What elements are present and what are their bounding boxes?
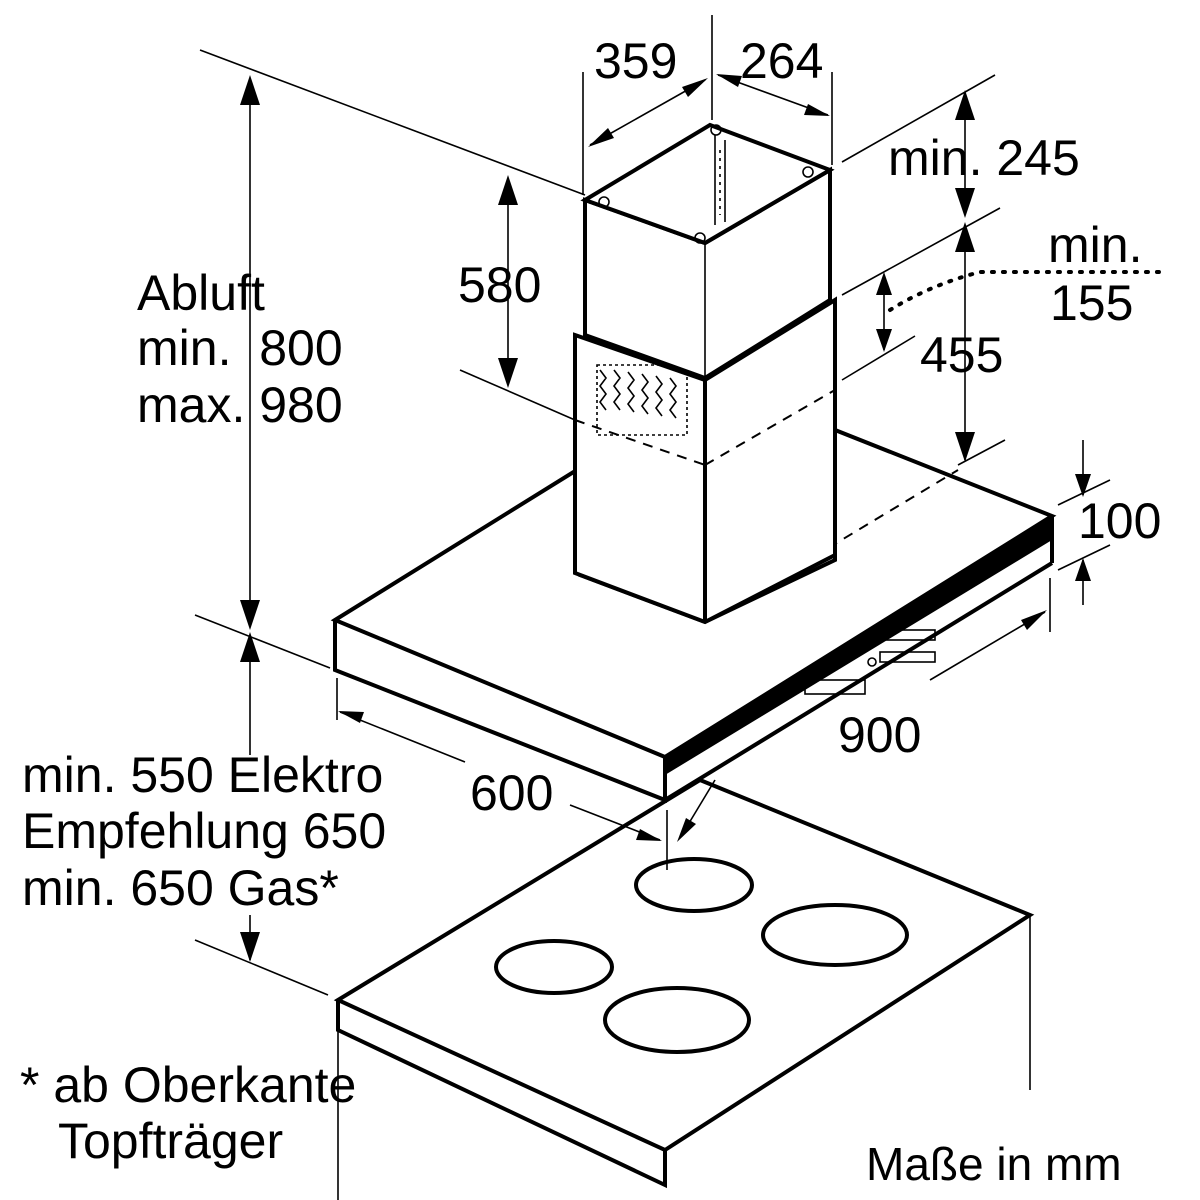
- dim-inner-offset-top: min.: [1048, 217, 1142, 273]
- footnote-line2: Topfträger: [58, 1113, 283, 1169]
- dim-chimney-lower-height: 580: [458, 257, 541, 313]
- dim-inner-offset-bottom: 155: [1050, 275, 1133, 331]
- control-buttons-mid-icon: [879, 651, 936, 663]
- hob-distance-line1: min. 550 Elektro: [22, 747, 383, 803]
- burner-front-icon: [603, 986, 751, 1054]
- footnote: * ab Oberkante Topfträger: [20, 1057, 356, 1169]
- exhaust-label-line2: min. 800: [137, 320, 343, 376]
- bracket-holes-icon: [598, 124, 814, 244]
- dim-canopy-width: 900: [838, 707, 921, 763]
- hob-distance-line3: min. 650 Gas*: [22, 860, 339, 916]
- exhaust-label-line3: max. 980: [137, 377, 343, 433]
- dim-adjust-range: 455: [920, 327, 1003, 383]
- hob-distance-label: min. 550 Elektro Empfehlung 650 min. 650…: [22, 747, 386, 916]
- dim-chimney-depth: 264: [740, 33, 823, 89]
- burner-left-icon: [494, 939, 614, 995]
- hob-distance-line2: Empfehlung 650: [22, 803, 386, 859]
- hood-chimney: [573, 122, 837, 625]
- light-button-icon: [867, 657, 877, 667]
- dim-canopy-depth: 600: [470, 765, 553, 821]
- burner-right-icon: [761, 903, 909, 967]
- dimension-lines: [194, 15, 1162, 996]
- dim-canopy-height: 100: [1078, 493, 1161, 549]
- power-button-icon: [867, 635, 877, 645]
- exhaust-label: Abluft min. 800 max. 980: [137, 265, 343, 433]
- vent-grille-icon: [596, 364, 688, 436]
- cooktop: [333, 777, 1035, 1200]
- dim-top-clearance: min. 245: [888, 130, 1080, 186]
- control-panel: [804, 629, 936, 695]
- footnote-line1: * ab Oberkante: [20, 1057, 356, 1113]
- units-note: Maße in mm: [866, 1138, 1122, 1190]
- burner-back-icon: [634, 857, 754, 913]
- control-buttons-bottom-icon: [804, 679, 866, 695]
- dim-chimney-width: 359: [594, 33, 677, 89]
- control-buttons-top-icon: [879, 629, 936, 641]
- exhaust-label-line1: Abluft: [137, 265, 265, 321]
